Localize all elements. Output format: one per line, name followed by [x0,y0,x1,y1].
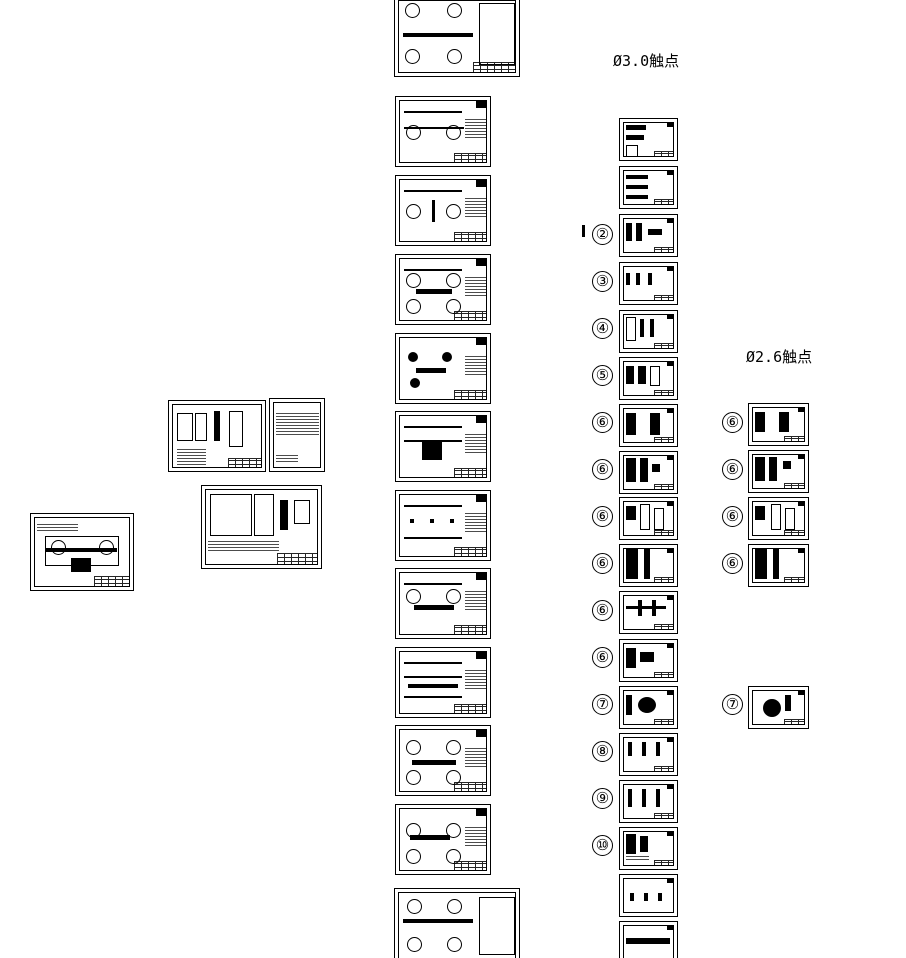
drawing-sheet-section-detail[interactable] [201,485,322,569]
drawing-sheet-bom-table[interactable] [269,398,325,472]
part-sheet-b2[interactable] [748,450,809,493]
part-sheet-a9[interactable] [619,497,678,540]
marker-6-d: ⑥ [592,553,613,574]
part-sheet-a13[interactable] [619,686,678,729]
part-sheet-a6[interactable] [619,357,678,400]
plate-sheet-2[interactable] [395,96,491,167]
part-sheet-b4[interactable] [748,544,809,587]
marker-6-a: ⑥ [592,412,613,433]
drawing-sheet-parts-overview[interactable] [168,400,266,472]
part-sheet-a12[interactable] [619,639,678,682]
marker-9: ⑨ [592,788,613,809]
plate-sheet-8[interactable] [395,568,491,639]
marker-6-f: ⑥ [592,647,613,668]
marker-8: ⑧ [592,741,613,762]
part-sheet-a8[interactable] [619,451,678,494]
part-sheet-a2[interactable] [619,166,678,209]
plate-sheet-10[interactable] [395,725,491,796]
plate-sheet-9[interactable] [395,647,491,718]
marker-4: ④ [592,318,613,339]
part-sheet-b5[interactable] [748,686,809,729]
part-sheet-a7[interactable] [619,404,678,447]
marker-6-r3: ⑥ [722,506,743,527]
marker-7: ⑦ [592,694,613,715]
plate-sheet-4[interactable] [395,254,491,325]
cursor-tick-marker [582,225,585,237]
marker-7-r: ⑦ [722,694,743,715]
part-sheet-a4[interactable] [619,262,678,305]
marker-2: ② [592,224,613,245]
marker-6-b: ⑥ [592,459,613,480]
plate-sheet-1[interactable] [394,0,520,77]
marker-6-r1: ⑥ [722,412,743,433]
part-sheet-a11[interactable] [619,591,678,634]
part-sheet-b3[interactable] [748,497,809,540]
dia-2-6-contact-label: Ø2.6触点 [746,348,813,366]
plate-sheet-11[interactable] [395,804,491,875]
plate-sheet-7[interactable] [395,490,491,561]
marker-6-e: ⑥ [592,600,613,621]
marker-6-r2: ⑥ [722,459,743,480]
part-sheet-a18[interactable] [619,921,678,958]
part-sheet-a3[interactable] [619,214,678,257]
part-sheet-a17[interactable] [619,874,678,917]
part-sheet-a5[interactable] [619,310,678,353]
part-sheet-a14[interactable] [619,733,678,776]
drawing-sheet-left-assembly[interactable] [30,513,134,591]
plate-sheet-5[interactable] [395,333,491,404]
plate-sheet-12[interactable] [394,888,520,958]
marker-6-r4: ⑥ [722,553,743,574]
marker-5: ⑤ [592,365,613,386]
part-sheet-b1[interactable] [748,403,809,446]
part-sheet-a16[interactable] [619,827,678,870]
plate-sheet-6[interactable] [395,411,491,482]
marker-6-c: ⑥ [592,506,613,527]
marker-3: ③ [592,271,613,292]
part-sheet-a15[interactable] [619,780,678,823]
dia-3-0-contact-label: Ø3.0触点 [613,52,680,70]
marker-10: ⑩ [592,835,613,856]
part-sheet-a1[interactable] [619,118,678,161]
part-sheet-a10[interactable] [619,544,678,587]
plate-sheet-3[interactable] [395,175,491,246]
